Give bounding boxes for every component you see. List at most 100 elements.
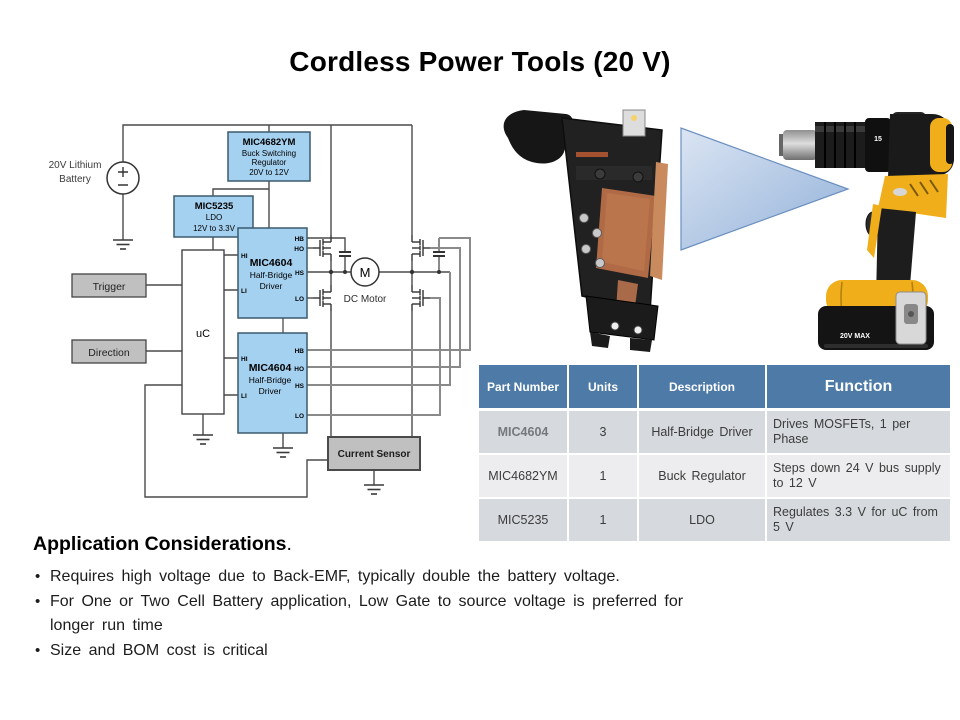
cell-units: 1 [567,497,639,543]
block-line: Regulator [252,158,287,167]
block-line: Driver [259,386,282,396]
battery-label-line1: 20V Lithium [49,160,102,171]
bullet-item: Requires high voltage due to Back-EMF, t… [33,565,733,589]
wire-top-rail [122,124,412,162]
pin-label-lo: LO [295,296,304,303]
battery-symbol: 20V Lithium Battery [49,160,140,195]
parts-table: Part Number Units Description Function M… [477,363,952,543]
wires [122,124,450,498]
trigger-switch-photo [503,109,668,352]
ground-icon [363,484,385,495]
drill-photo: 15 20V MAX [779,112,954,350]
block-name: MIC4682YM [243,137,296,148]
block-name: uC [196,328,210,340]
table-row: MIC4682YM 1 Buck Regulator Steps down 24… [477,453,952,499]
half-bridge-driver-block-top: MIC4604 Half-Bridge Driver HI LI HB HO H… [237,227,308,319]
block-name: MIC4604 [249,362,292,374]
collar-number: 15 [874,136,882,143]
page-title: Cordless Power Tools (20 V) [289,46,671,77]
cell-part-number: MIC5235 [477,497,569,543]
column-header-part-number: Part Number [477,363,569,411]
column-header-description: Description [637,363,767,411]
block-name: Current Sensor [338,449,411,460]
motor-letter: M [360,265,371,280]
cell-function: Steps down 24 V bus supply to 12 V [765,453,952,499]
battery-label-line2: Battery [59,174,91,185]
pin-label-hi: HI [241,356,248,363]
junction-dots [328,269,441,275]
buck-regulator-block: MIC4682YM Buck Switching Regulator 20V t… [227,131,311,182]
bullet-item: For One or Two Cell Battery application,… [33,590,733,638]
ldo-block: MIC5235 LDO 12V to 3.3V [173,195,254,238]
column-header-units: Units [567,363,639,411]
mosfet-icon [411,234,431,262]
microcontroller-block: uC [181,249,225,415]
capacitor-icon [433,251,445,257]
cell-units: 3 [567,408,639,455]
table-row: MIC4604 3 Half-Bridge Driver Drives MOSF… [477,408,952,455]
bootstrap-capacitor-icons [339,251,445,257]
pin-label-li: LI [241,393,247,400]
zoom-callout-triangle [680,127,850,251]
pin-label-li: LI [241,288,247,295]
ground-icon [112,239,134,250]
capacitor-icon [339,251,351,257]
cell-part-number: MIC4604 [477,408,569,455]
pin-label-hs: HS [295,383,305,390]
ground-icon [272,447,294,458]
mosfet-icon [312,284,332,312]
photo-panel: 15 20V MAX [503,109,954,352]
current-sensor-block: Current Sensor [327,436,421,471]
block-name: MIC4604 [250,257,293,269]
half-bridge-driver-block-bottom: MIC4604 Half-Bridge Driver HI LI HB HO H… [237,332,308,434]
column-header-function: Function [765,363,952,411]
motor-symbol: M DC Motor [344,257,387,305]
section-heading: Application Considerations [33,533,287,555]
wires-gray-routing [282,237,471,416]
block-line: LDO [206,213,222,222]
cell-description: Buck Regulator [637,453,767,499]
bullet-list: Requires high voltage due to Back-EMF, t… [33,565,733,663]
wire-sensor-feedback [144,384,328,498]
block-line: Driver [260,281,283,291]
wire-lo-bottom [307,297,441,416]
table-header-row: Part Number Units Description Function [477,363,952,411]
pin-label-ho: HO [294,246,304,253]
block-line: 12V to 3.3V [193,224,235,233]
wire-ho-bottom [307,247,461,368]
block-line: Half-Bridge [250,270,293,280]
block-line: Half-Bridge [249,375,292,385]
direction-block: Direction [71,339,147,364]
block-name: Trigger [93,281,126,293]
wire-hb-bottom [307,237,471,351]
block-name: Direction [88,347,130,359]
wire-buck [212,125,270,228]
pin-label-hi: HI [241,253,248,260]
mosfet-icon [312,234,332,262]
table-row: MIC5235 1 LDO Regulates 3.3 V for uC fro… [477,497,952,543]
circuit-diagram: 20V Lithium Battery MIC4682YM Buck Switc… [49,124,471,498]
wire-uc-to-drivers [224,254,238,396]
motor-label: DC Motor [344,294,387,305]
bullet-item: Size and BOM cost is critical [33,639,733,663]
block-name: MIC5235 [195,201,234,212]
cell-function: Regulates 3.3 V for uC from 5 V [765,497,952,543]
cell-function: Drives MOSFETs, 1 per Phase [765,408,952,455]
wire-hb-top [307,237,346,272]
pin-label-hs: HS [295,270,305,277]
cell-description: Half-Bridge Driver [637,408,767,455]
wire-hs-bottom [307,272,451,386]
pin-label-hb: HB [295,348,305,355]
trigger-block: Trigger [71,273,147,298]
cell-part-number: MIC4682YM [477,453,569,499]
block-line: 20V to 12V [249,168,289,177]
mosfet-icon [411,284,431,312]
pin-label-ho: HO [294,366,304,373]
battery-badge: 20V MAX [840,333,870,340]
pin-label-hb: HB [295,236,305,243]
cell-units: 1 [567,453,639,499]
cell-description: LDO [637,497,767,543]
ground-icon [192,434,214,445]
application-considerations-section: Application Considerations. Requires hig… [33,533,733,664]
